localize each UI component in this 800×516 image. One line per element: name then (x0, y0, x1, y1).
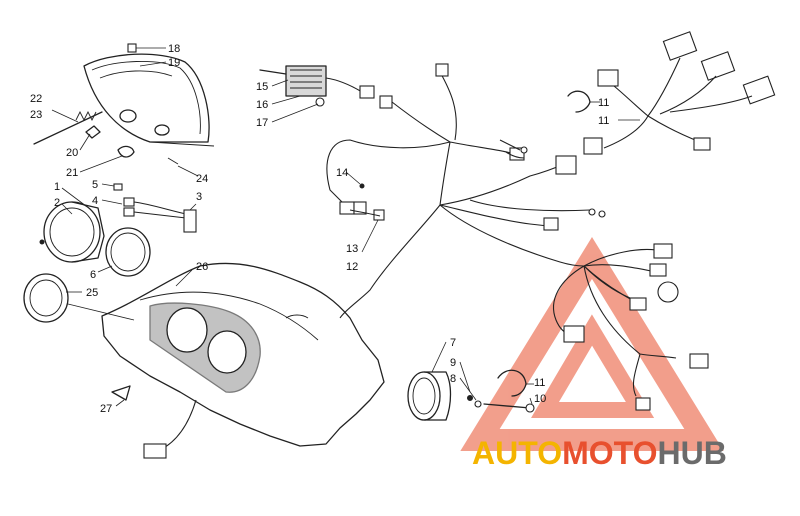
gauge-connector-3 (183, 209, 197, 233)
clamp-11-upper (567, 90, 591, 113)
callout-25: 24 (196, 173, 208, 185)
callout-8: 8 (450, 373, 456, 385)
callout-11-lower: 11 (534, 377, 545, 389)
callout-10: 10 (534, 393, 546, 405)
speedometer-gauge (39, 187, 105, 263)
bulb-22 (117, 145, 135, 158)
callout-19: 18 (168, 43, 180, 55)
headlight-assembly (83, 43, 215, 147)
callout-4: 4 (92, 195, 98, 207)
watermark-auto: AUTO (472, 435, 562, 471)
callout-23: 22 (30, 93, 42, 105)
voltage-regulator (259, 65, 393, 123)
dash-hood-panel (67, 262, 385, 459)
callout-28: 27 (100, 403, 112, 415)
callout-11-upper: 11 (598, 97, 609, 109)
callout-9: 9 (450, 357, 456, 369)
headlight-adjuster-parts (33, 109, 199, 177)
tachometer-gauge (407, 341, 535, 421)
callout-16: 15 (256, 81, 268, 93)
callout-3: 3 (196, 191, 202, 203)
callout-22: 21 (66, 167, 78, 179)
callout-2: 2 (54, 197, 60, 209)
watermark-hub: HUB (657, 435, 726, 471)
callout-5: 5 (92, 179, 98, 191)
callout-17: 16 (256, 99, 268, 111)
callout-15: 14 (336, 167, 348, 179)
bushing-21 (85, 125, 101, 139)
callout-13: 12 (346, 261, 358, 273)
sub-harness-14 (339, 139, 528, 253)
callout-1: 1 (54, 181, 60, 193)
hood-connector (143, 443, 167, 459)
watermark-logo-triangle (460, 237, 724, 451)
callout-7: 7 (450, 337, 456, 349)
callout-21: 20 (66, 147, 78, 159)
callout-27: 26 (196, 261, 208, 273)
gauge-ring-26 (23, 273, 82, 323)
callout-20: 19 (168, 57, 180, 69)
watermark-text: AUTOMOTOHUB (472, 435, 727, 471)
callout-24: 23 (30, 109, 42, 121)
watermark-moto: MOTO (562, 435, 657, 471)
spring-25 (167, 157, 179, 165)
svg-text:AUTOMOTOHUB: AUTOMOTOHUB (472, 435, 727, 471)
decal-28 (111, 385, 131, 401)
callout-26: 25 (86, 287, 98, 299)
gauge-harness (101, 183, 197, 233)
main-wiring-harness (326, 63, 709, 411)
headlight-clip-19 (127, 43, 137, 53)
callout-6: 6 (90, 269, 96, 281)
callout-12: 11 (598, 115, 609, 127)
callout-14: 13 (346, 243, 358, 255)
gauge-bezel-6 (97, 227, 151, 277)
callout-labels: 18 19 22 23 20 21 24 1 2 5 4 3 6 25 26 2… (30, 43, 609, 415)
hand-warmer-harness (567, 31, 776, 155)
callout-18: 17 (256, 117, 268, 129)
